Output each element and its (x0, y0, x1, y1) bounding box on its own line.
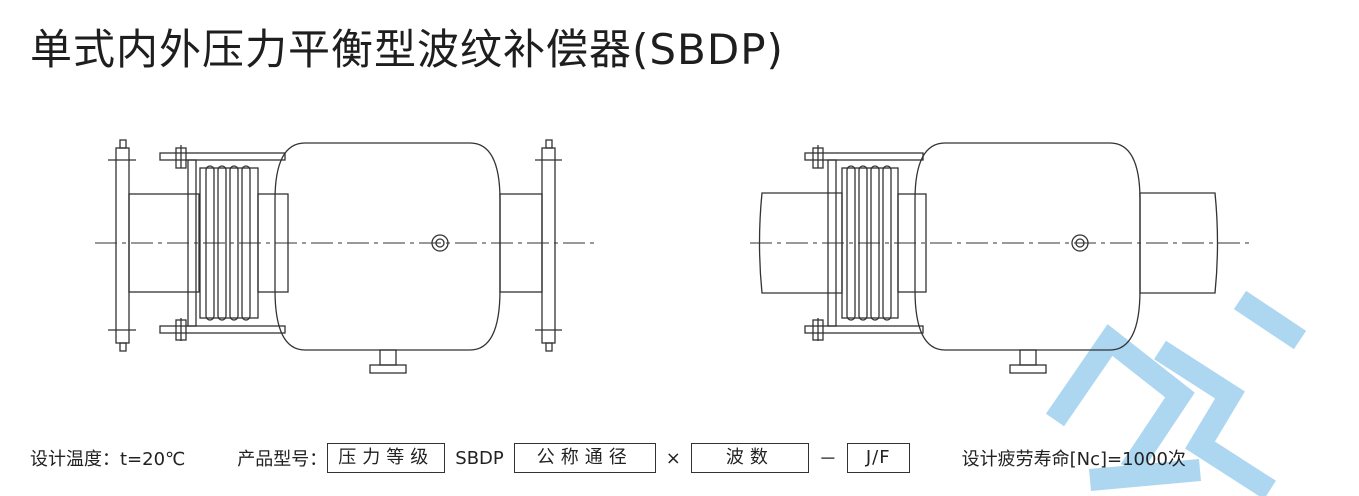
model-label: 产品型号： (237, 449, 328, 470)
dash-sign: － (818, 449, 837, 470)
nominal-diameter-box: 公称通径 (513, 443, 656, 473)
wave-count-box: 波数 (690, 443, 809, 473)
flanged-compensator-drawing (95, 139, 595, 374)
watermark-logo (1045, 290, 1307, 496)
page-title: 单式内外压力平衡型波纹补偿器(SBDP) (30, 25, 784, 74)
design-temperature: 设计温度：t=20℃ (30, 449, 186, 470)
spec-line: 设计温度：t=20℃ 产品型号： 压力等级 SBDP 公称通径 × 波数 － J… (30, 440, 1186, 476)
fatigue-life: 设计疲劳寿命[Nc]=1000次 (961, 449, 1186, 470)
times-sign: × (665, 447, 681, 469)
pressure-grade-box: 压力等级 (327, 443, 446, 473)
welded-compensator-drawing (750, 142, 1250, 374)
end-type-box: J/F (846, 443, 910, 473)
series-code: SBDP (455, 447, 504, 469)
